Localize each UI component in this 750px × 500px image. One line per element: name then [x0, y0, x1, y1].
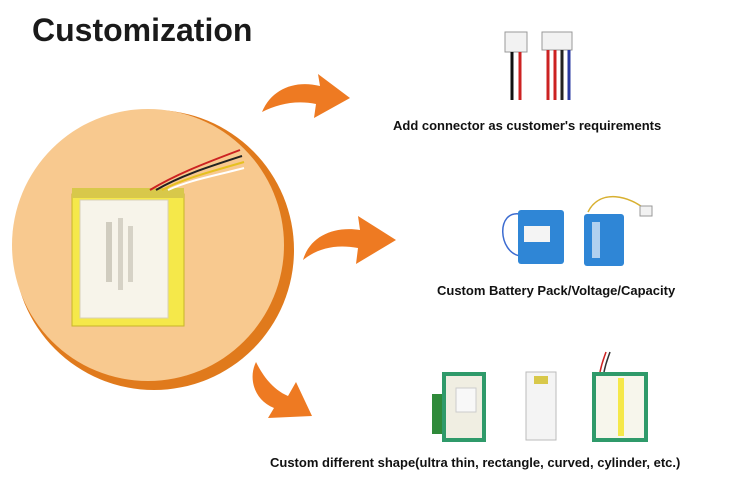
curved-arrow-icon	[252, 362, 312, 418]
custom-shapes-image	[432, 351, 648, 442]
connector-image	[504, 31, 573, 100]
page-title: Customization	[32, 12, 253, 48]
caption-battery-pack: Custom Battery Pack/Voltage/Capacity	[437, 283, 676, 298]
caption-connector: Add connector as customer's requirements	[393, 118, 662, 133]
caption-shapes: Custom different shape(ultra thin, recta…	[270, 455, 681, 470]
curved-arrow-icon	[303, 216, 396, 264]
battery-pack-image	[502, 195, 653, 266]
curved-arrow-icon	[262, 74, 350, 118]
battery-cell-image	[71, 149, 245, 327]
